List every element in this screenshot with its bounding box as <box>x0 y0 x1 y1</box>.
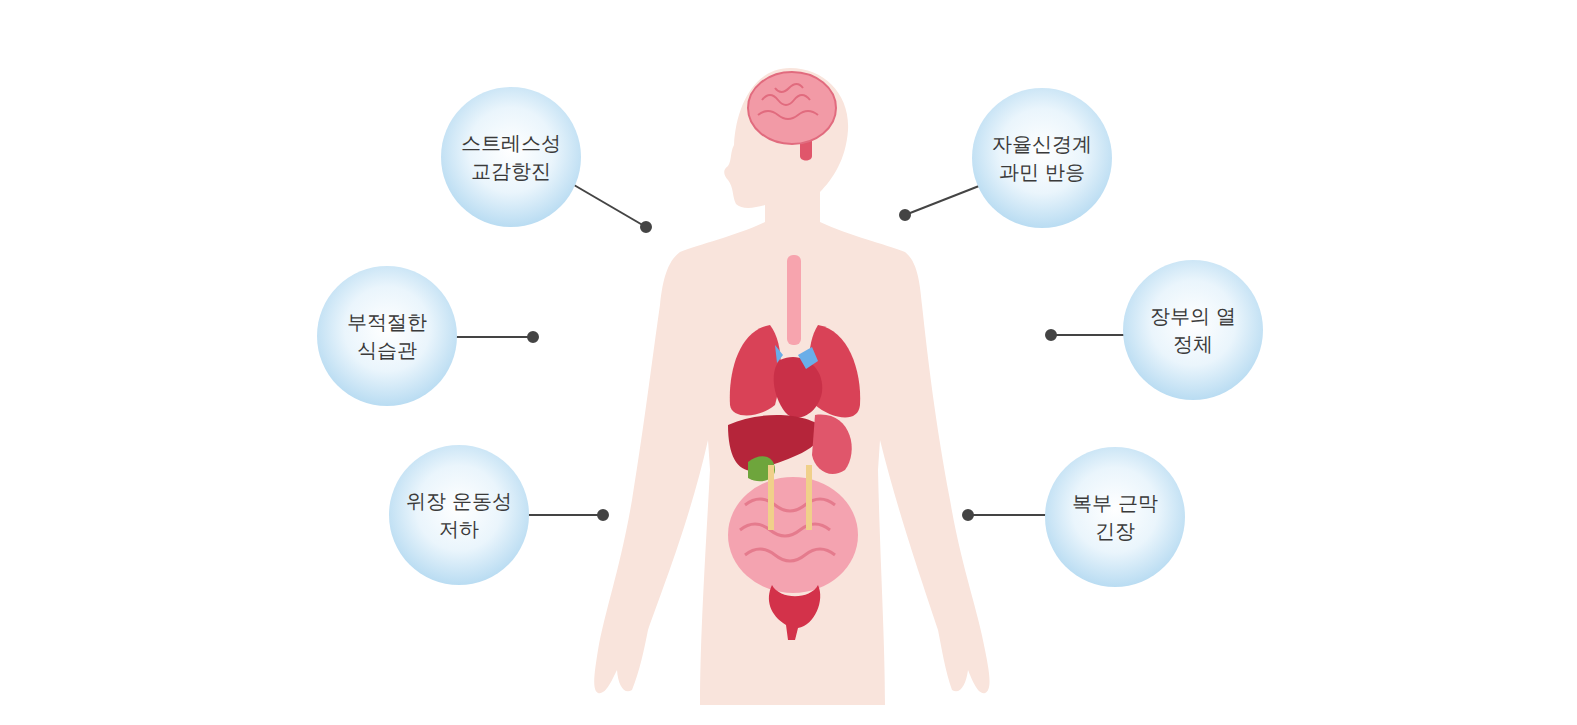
circle-label: 스트레스성 교감항진 <box>454 129 568 185</box>
cause-circle: 장부의 열 정체 <box>1122 259 1264 401</box>
circle-fill <box>1045 447 1185 587</box>
circle-shape <box>971 87 1113 229</box>
circle-shape <box>388 444 530 586</box>
circle-fill <box>972 88 1112 228</box>
cause-circle: 스트레스성 교감항진 <box>440 86 582 228</box>
circle-label: 자율신경계 과민 반응 <box>985 130 1099 186</box>
circle-shape <box>1122 259 1264 401</box>
leader-lines <box>456 185 1126 520</box>
circle-fill <box>1123 260 1263 400</box>
cause-circle: 위장 운동성 저하 <box>388 444 530 586</box>
cause-circle: 부적절한 식습관 <box>316 265 458 407</box>
circle-label: 장부의 열 정체 <box>1136 302 1250 358</box>
circle-fill <box>441 87 581 227</box>
circle-label: 부적절한 식습관 <box>330 308 444 364</box>
brain <box>748 72 836 161</box>
circle-shape <box>316 265 458 407</box>
organs <box>728 255 860 640</box>
circle-fill <box>389 445 529 585</box>
circle-label: 복부 근막 긴장 <box>1058 489 1172 545</box>
circle-shape <box>440 86 582 228</box>
circle-shape <box>1044 446 1186 588</box>
body-silhouette <box>594 68 989 705</box>
cause-circle: 자율신경계 과민 반응 <box>971 87 1113 229</box>
circle-fill <box>317 266 457 406</box>
cause-circle: 복부 근막 긴장 <box>1044 446 1186 588</box>
circle-label: 위장 운동성 저하 <box>402 487 516 543</box>
